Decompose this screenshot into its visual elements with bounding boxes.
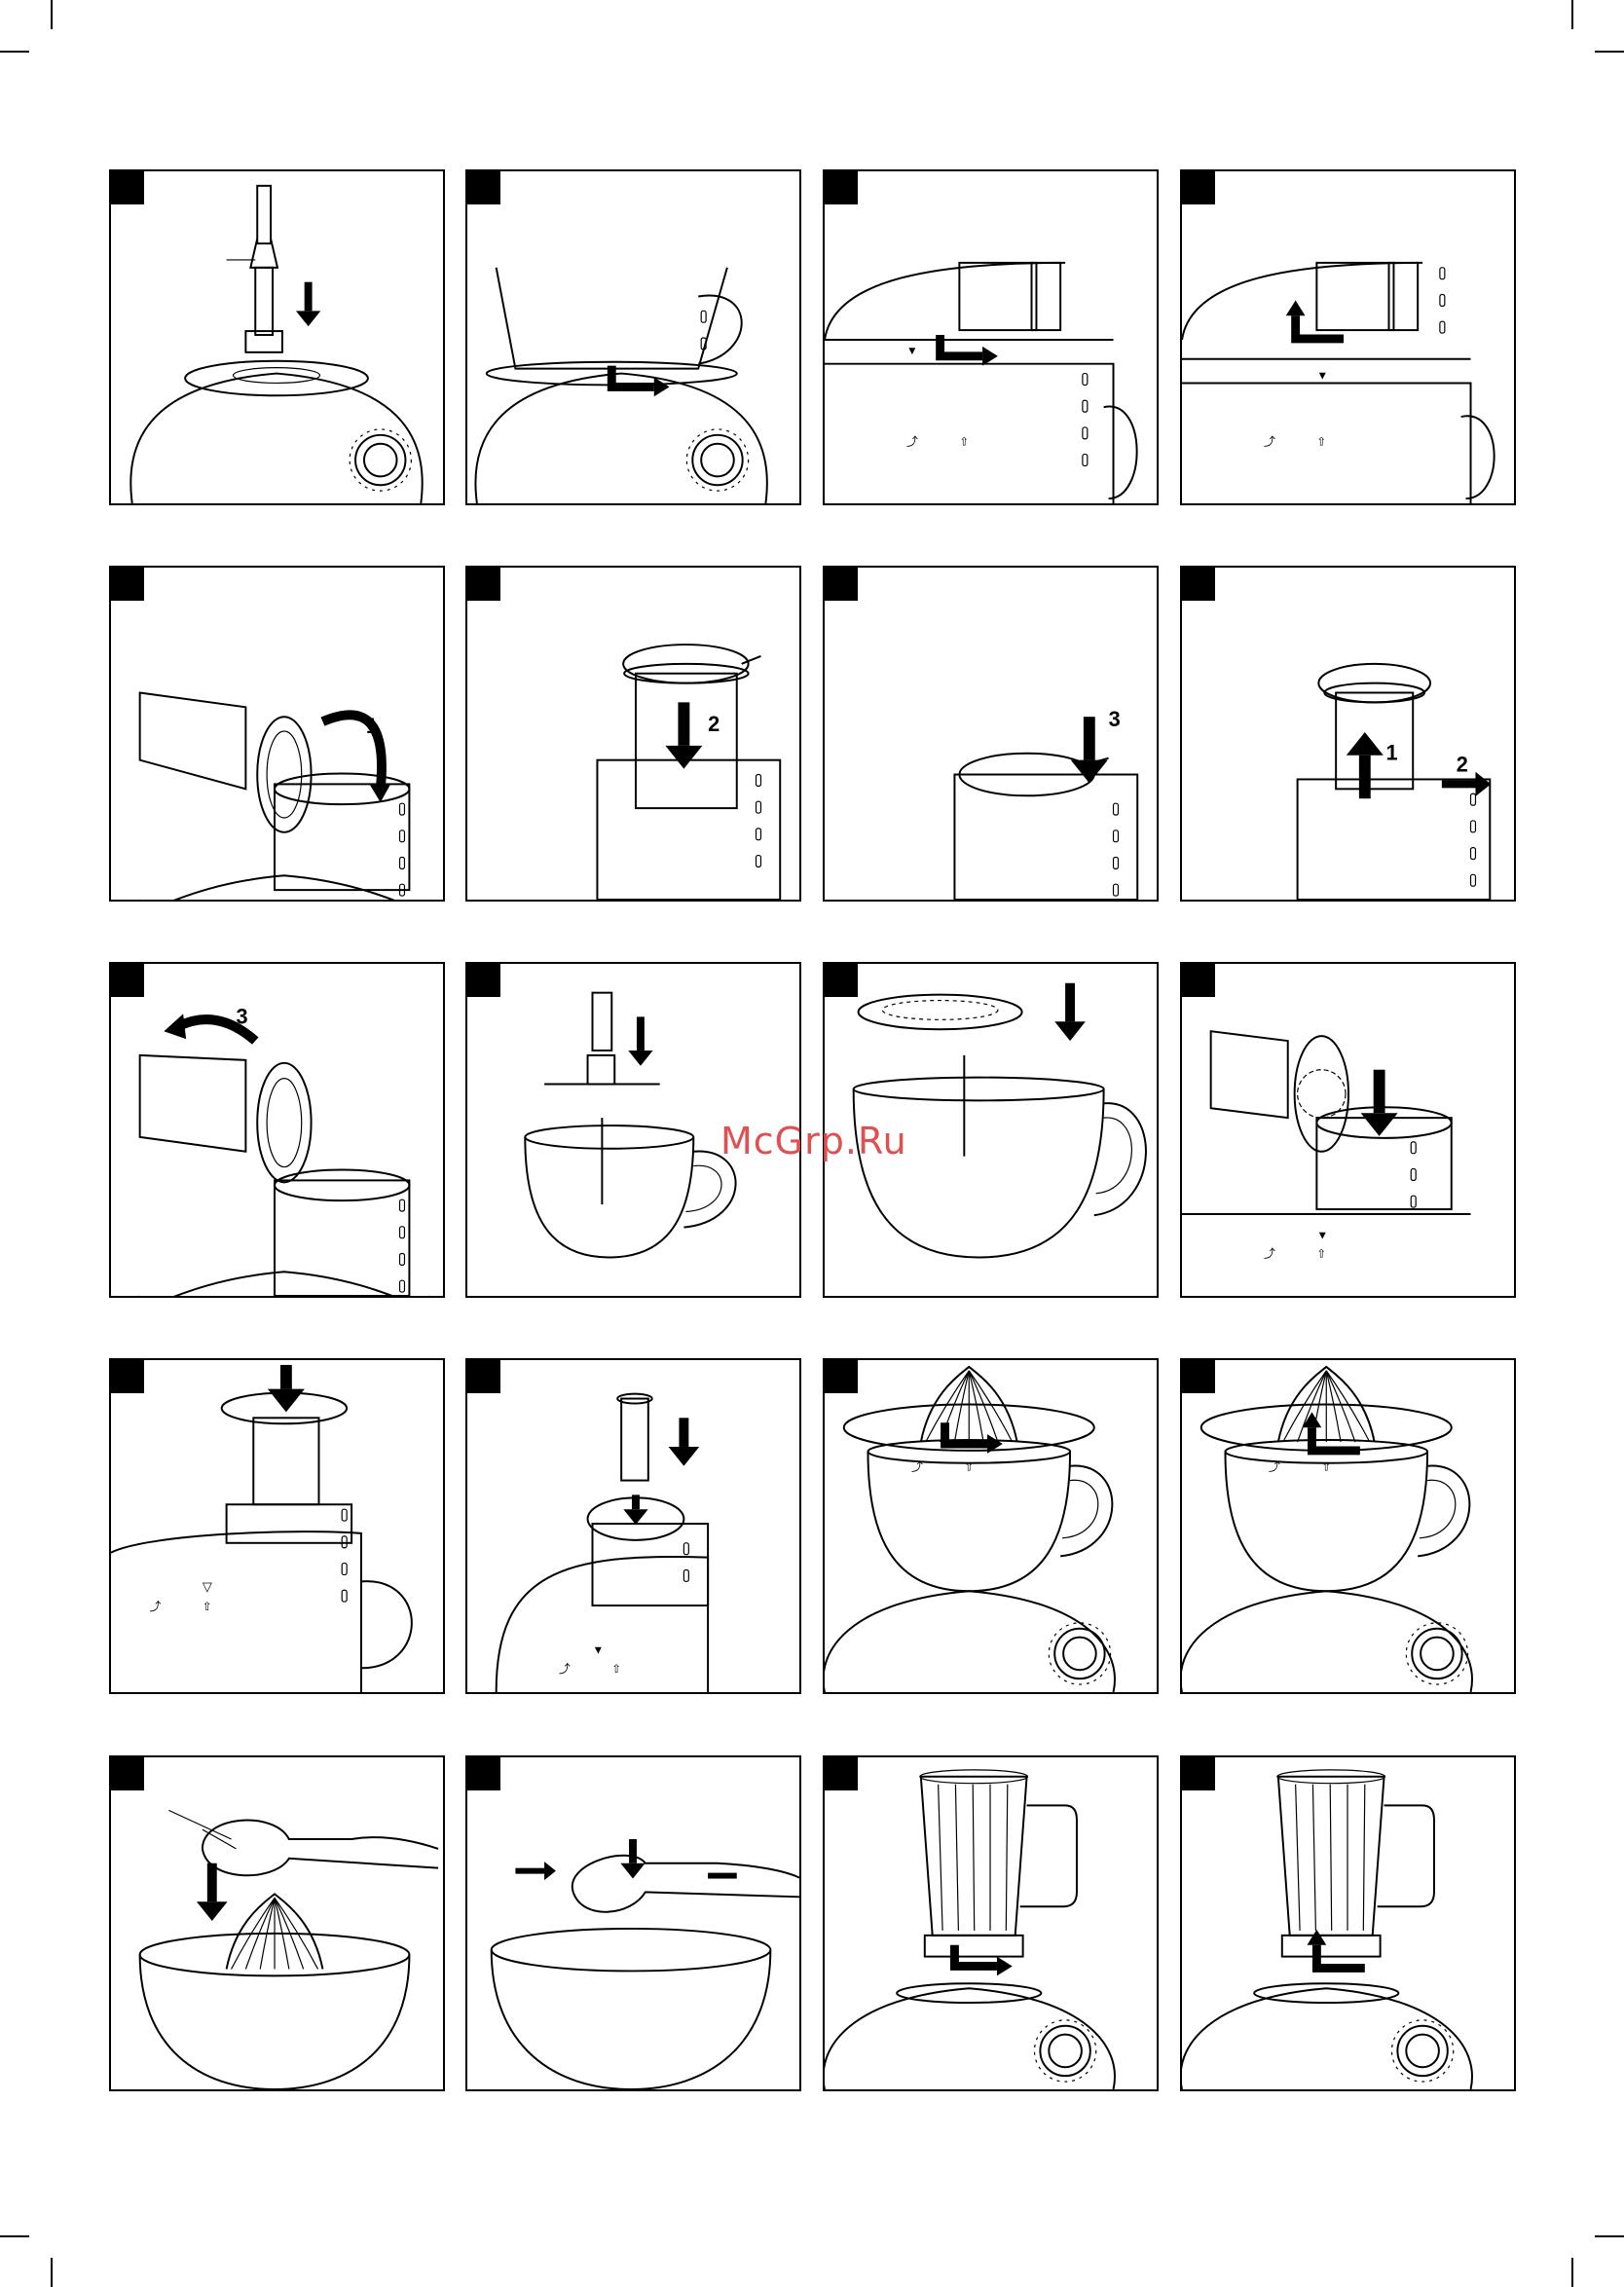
svg-text:▼: ▼ bbox=[1316, 368, 1328, 382]
step-illustration-juicer-lock: ⤴⇧ bbox=[825, 1360, 1157, 1692]
svg-text:⤴: ⤴ bbox=[150, 1600, 162, 1613]
step-illustration-small-pusher-insert: ▼ ⤴ ⇧ bbox=[467, 1360, 799, 1692]
step-panel-3: ▼ ⤴ ⇧ bbox=[823, 169, 1159, 505]
step-panel-12: ▼ ⤴ ⇧ bbox=[1180, 962, 1516, 1298]
svg-text:▼: ▼ bbox=[906, 344, 918, 357]
step-illustration-citrus-press-squeeze bbox=[467, 1757, 799, 2089]
step-callout-number: 1 bbox=[366, 714, 378, 738]
step-number-badge bbox=[467, 1757, 500, 1790]
step-illustration-citrus-press-hand bbox=[111, 1757, 443, 2089]
crop-mark-top-left bbox=[51, 0, 53, 29]
step-number-badge bbox=[825, 964, 858, 997]
crop-mark-top-left-h bbox=[0, 51, 29, 53]
step-number-badge bbox=[111, 964, 144, 997]
svg-text:⇧: ⇧ bbox=[203, 1600, 212, 1613]
step-illustration-lid-twist-unlock: ▼ ⤴ ⇧ bbox=[1182, 171, 1514, 503]
step-panel-20 bbox=[1180, 1755, 1516, 2091]
step-panel-2 bbox=[465, 169, 801, 505]
step-panel-4: ▼ ⤴ ⇧ bbox=[1180, 169, 1516, 505]
step-number-badge bbox=[1182, 171, 1215, 204]
svg-text:▼: ▼ bbox=[1316, 1229, 1328, 1242]
svg-text:⇧: ⇧ bbox=[959, 435, 969, 449]
step-illustration-juicer-unlock: ⤴⇧ bbox=[1182, 1360, 1514, 1692]
step-number-badge bbox=[111, 1757, 144, 1790]
watermark: McGrp.Ru bbox=[720, 1120, 907, 1162]
svg-text:▼: ▼ bbox=[592, 1642, 604, 1656]
step-panel-18 bbox=[465, 1755, 801, 2091]
svg-text:⤴: ⤴ bbox=[906, 435, 918, 449]
step-panel-17 bbox=[109, 1755, 445, 2091]
step-illustration-bowl-twist-lock bbox=[467, 171, 799, 503]
step-number-badge bbox=[467, 964, 500, 997]
step-panel-7: 3 bbox=[823, 566, 1159, 902]
step-number-badge bbox=[1182, 568, 1215, 601]
step-callout-number: 2 bbox=[1457, 753, 1468, 777]
svg-text:⤴: ⤴ bbox=[559, 1662, 571, 1676]
step-number-badge bbox=[825, 171, 858, 204]
step-illustration-blade-shaft-onto-base bbox=[111, 171, 443, 503]
svg-text:▽: ▽ bbox=[203, 1579, 212, 1594]
svg-text:⇧: ⇧ bbox=[964, 1460, 974, 1474]
step-panel-15: ⤴⇧ bbox=[823, 1358, 1159, 1694]
step-illustration-pusher-press: 3 bbox=[825, 568, 1157, 900]
step-panel-19 bbox=[823, 1755, 1159, 2091]
svg-text:⤴: ⤴ bbox=[1269, 1460, 1280, 1474]
step-callout-number: 1 bbox=[1386, 741, 1398, 765]
step-number-badge bbox=[825, 568, 858, 601]
step-panel-16: ⤴⇧ bbox=[1180, 1358, 1516, 1694]
step-panel-9: 3 bbox=[109, 962, 445, 1298]
step-panel-6: 2 bbox=[465, 566, 801, 902]
svg-text:⤴: ⤴ bbox=[1264, 435, 1275, 449]
step-number-badge bbox=[825, 1360, 858, 1393]
svg-text:⤴: ⤴ bbox=[1264, 1246, 1275, 1260]
crop-mark-bottom-left bbox=[51, 2258, 53, 2287]
step-number-badge bbox=[467, 1360, 500, 1393]
step-panel-14: ▼ ⤴ ⇧ bbox=[465, 1358, 801, 1694]
step-number-badge bbox=[467, 171, 500, 204]
step-panel-1 bbox=[109, 169, 445, 505]
svg-text:⇧: ⇧ bbox=[611, 1662, 621, 1676]
step-number-badge bbox=[1182, 964, 1215, 997]
step-callout-number: 3 bbox=[236, 1004, 247, 1028]
step-number-badge bbox=[111, 568, 144, 601]
step-illustration-grater-insert: ▼ ⤴ ⇧ bbox=[1182, 964, 1514, 1296]
step-panel-5: 1 bbox=[109, 566, 445, 902]
step-number-badge bbox=[1182, 1757, 1215, 1790]
svg-text:⇧: ⇧ bbox=[1316, 435, 1326, 449]
step-callout-number: 3 bbox=[1109, 707, 1121, 731]
step-number-badge bbox=[825, 1757, 858, 1790]
crop-mark-top-right bbox=[1571, 0, 1573, 29]
svg-text:⤴: ⤴ bbox=[911, 1460, 923, 1474]
step-illustration-blender-jug-lock bbox=[825, 1757, 1157, 2089]
crop-mark-bottom-left-h bbox=[0, 2235, 29, 2237]
step-illustration-feed-tube-push: ▽ ⤴ ⇧ bbox=[111, 1360, 443, 1692]
step-illustration-blender-jug-unlock bbox=[1182, 1757, 1514, 2089]
step-callout-number: 2 bbox=[708, 712, 720, 736]
step-illustration-lid-twist-lock: ▼ ⤴ ⇧ bbox=[825, 171, 1157, 503]
svg-text:⇧: ⇧ bbox=[1321, 1460, 1331, 1474]
step-number-badge bbox=[111, 1360, 144, 1393]
step-number-badge bbox=[111, 171, 144, 204]
step-illustration-feed-tube-open: 1 bbox=[111, 568, 443, 900]
step-illustration-pusher-insert: 2 bbox=[467, 568, 799, 900]
crop-mark-bottom-right bbox=[1571, 2258, 1573, 2287]
crop-mark-bottom-right-h bbox=[1595, 2235, 1624, 2237]
step-illustration-feed-tube-close: 3 bbox=[111, 964, 443, 1296]
step-number-badge bbox=[467, 568, 500, 601]
step-panel-13: ▽ ⤴ ⇧ bbox=[109, 1358, 445, 1694]
svg-text:⇧: ⇧ bbox=[1316, 1246, 1326, 1260]
crop-mark-top-right-h bbox=[1595, 51, 1624, 53]
step-number-badge bbox=[1182, 1360, 1215, 1393]
